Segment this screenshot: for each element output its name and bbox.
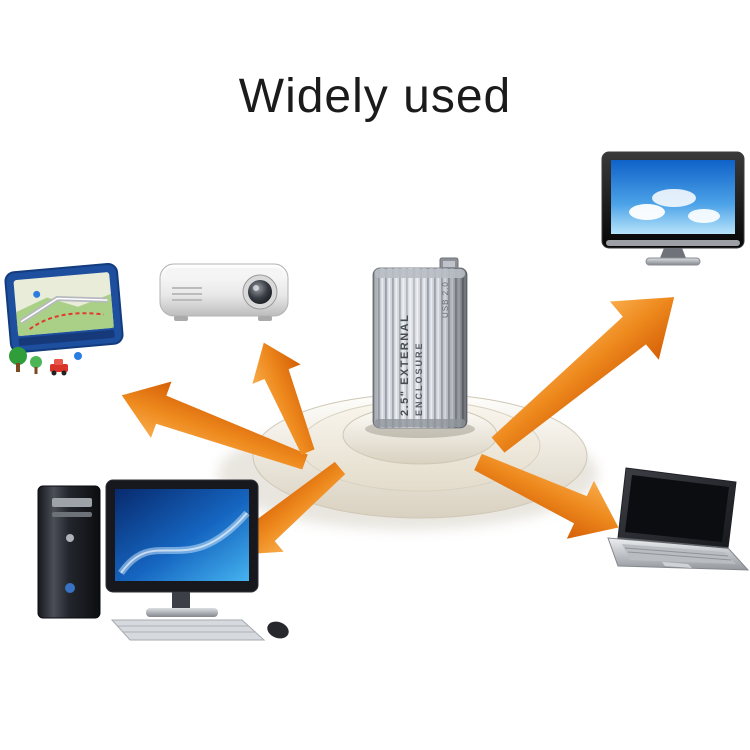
laptop-keyboard: [622, 544, 736, 564]
enclosure-shading: [373, 268, 467, 428]
projector-top-panel: [166, 268, 282, 277]
power-button: [66, 534, 74, 542]
optical-drive: [52, 498, 92, 507]
tv-stand-neck: [660, 248, 686, 258]
hard-drive-enclosure-icon: 2.5" EXTERNAL ENCLOSURE USB 2.0: [372, 257, 468, 429]
gps-map-road-line: [20, 297, 108, 323]
car-icon: [50, 364, 68, 372]
projector-foot: [174, 316, 188, 321]
gps-poi-dot: [33, 290, 41, 298]
enclosure-label-line1: 2.5" EXTERNAL: [399, 314, 411, 416]
projector-foot: [258, 316, 272, 321]
desktop-computer-icon: [37, 479, 289, 641]
monitor-stand-neck: [172, 592, 190, 608]
laptop-key-row: [624, 547, 729, 557]
cloud: [652, 189, 696, 207]
gps-navigator-icon: [4, 263, 124, 353]
tree-trunk: [16, 363, 20, 372]
arrow-to-projector-icon: [252, 342, 315, 455]
screen-swirl-line: [120, 512, 248, 574]
laptop-key-row: [627, 551, 732, 561]
tv-speaker-strip: [606, 240, 740, 246]
cloud: [688, 209, 720, 223]
map-pin-icon: [74, 352, 82, 360]
enclosure-label-line2: ENCLOSURE: [414, 341, 424, 416]
tree-icon: [9, 347, 27, 365]
projector-icon: [159, 263, 289, 321]
laptop-touchpad: [662, 562, 692, 568]
monitor-stand-base: [146, 608, 218, 617]
mouse: [267, 621, 289, 639]
tv-stand-base: [645, 257, 701, 266]
gps-button-bar: [18, 329, 115, 346]
car-roof: [54, 359, 63, 365]
enclosure-bottom-cap: [375, 419, 465, 427]
enclosure-port-label: USB 2.0: [441, 281, 450, 318]
arrow-to-gps-icon: [121, 381, 308, 470]
arrow-to-tv-icon: [491, 297, 675, 453]
lens-glint: [253, 285, 259, 291]
cloud: [629, 204, 665, 220]
gps-map-decoration: [9, 347, 82, 376]
laptop-icon: [607, 467, 750, 571]
keyboard: [110, 619, 266, 641]
tower-logo: [65, 583, 75, 593]
laptop-hinge: [617, 537, 729, 549]
page-title: Widely used: [239, 70, 511, 123]
drive-bay: [52, 512, 92, 517]
car-wheel: [61, 370, 67, 376]
tree-icon: [30, 356, 42, 368]
laptop-screen: [625, 475, 729, 542]
tree-trunk: [34, 367, 38, 374]
projector-lens: [248, 280, 272, 304]
connection-arrows: [121, 297, 675, 555]
arrow-to-laptop-icon: [474, 453, 619, 539]
arrow-to-desktop-icon: [236, 461, 346, 555]
car-wheel: [51, 370, 57, 376]
gps-route: [29, 312, 104, 330]
enclosure-top-cap: [375, 269, 465, 278]
pc-tower: [37, 485, 101, 619]
usb-connector-inner: [443, 261, 455, 267]
tv-icon: [601, 151, 745, 266]
